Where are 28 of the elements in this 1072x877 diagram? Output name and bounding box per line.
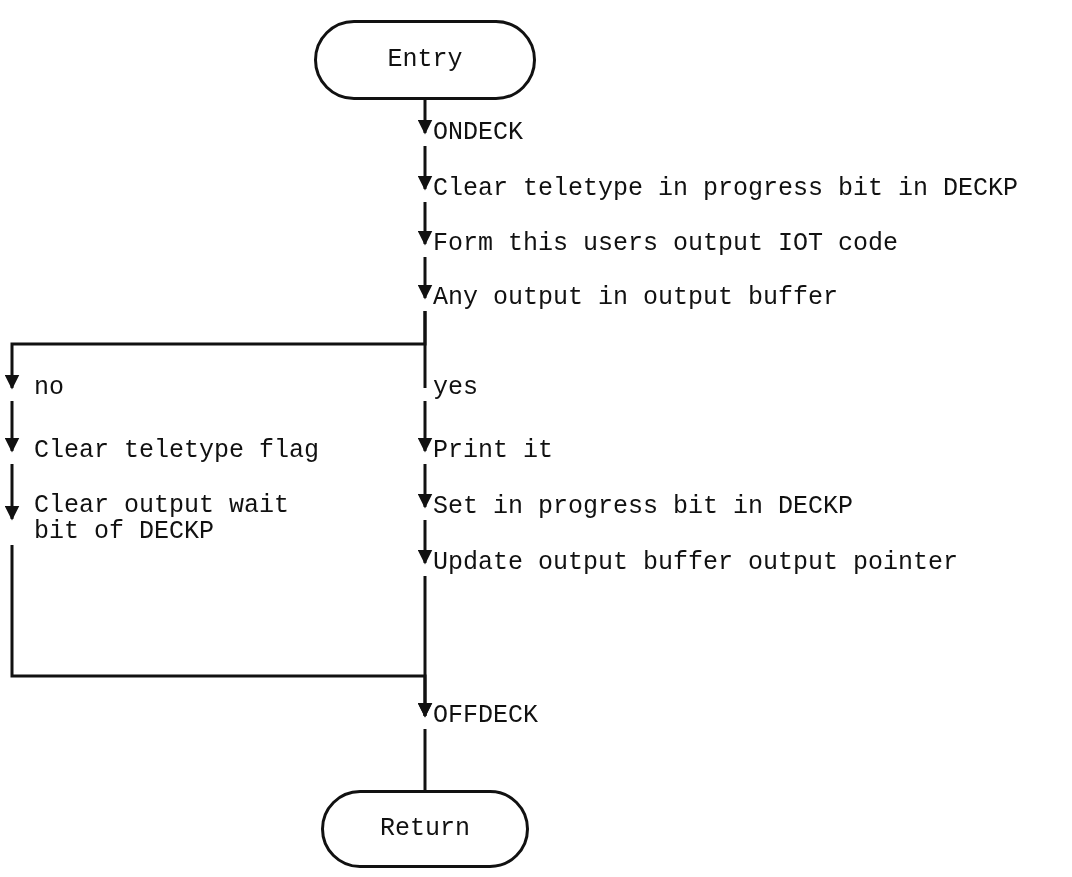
flow-arrow	[10, 545, 433, 718]
connector-line	[423, 729, 427, 790]
flow-arrow	[417, 520, 433, 565]
step-text: Clear output wait bit of DECKP	[12, 493, 342, 545]
step-text: Form this users output IOT code	[425, 231, 985, 257]
step-text: Print it	[425, 438, 625, 464]
flow-arrow	[417, 401, 433, 453]
step-text: Any output in output buffer	[425, 285, 945, 311]
step-text: Clear teletype flag	[12, 438, 392, 464]
step-text: OFFDECK	[425, 703, 625, 729]
flow-arrow	[4, 401, 20, 453]
step-text: Clear teletype in progress bit in DECKP	[425, 176, 1065, 202]
flow-arrow	[417, 257, 433, 300]
step-text: no	[12, 375, 112, 401]
flow-arrow	[417, 146, 433, 191]
step-text: Update output buffer output pointer	[425, 550, 1045, 576]
step-text: ONDECK	[425, 120, 725, 146]
flow-arrow	[4, 464, 20, 521]
terminal-box	[321, 790, 529, 868]
terminal-box	[314, 20, 536, 100]
terminal-label: Return	[380, 816, 470, 842]
flow-arrow	[417, 100, 433, 135]
flow-arrow	[417, 464, 433, 509]
terminal-label: Entry	[387, 47, 463, 73]
connector-line	[423, 311, 427, 388]
step-text: yes	[425, 375, 525, 401]
flow-arrow	[417, 202, 433, 246]
step-text: Set in progress bit in DECKP	[425, 494, 925, 520]
